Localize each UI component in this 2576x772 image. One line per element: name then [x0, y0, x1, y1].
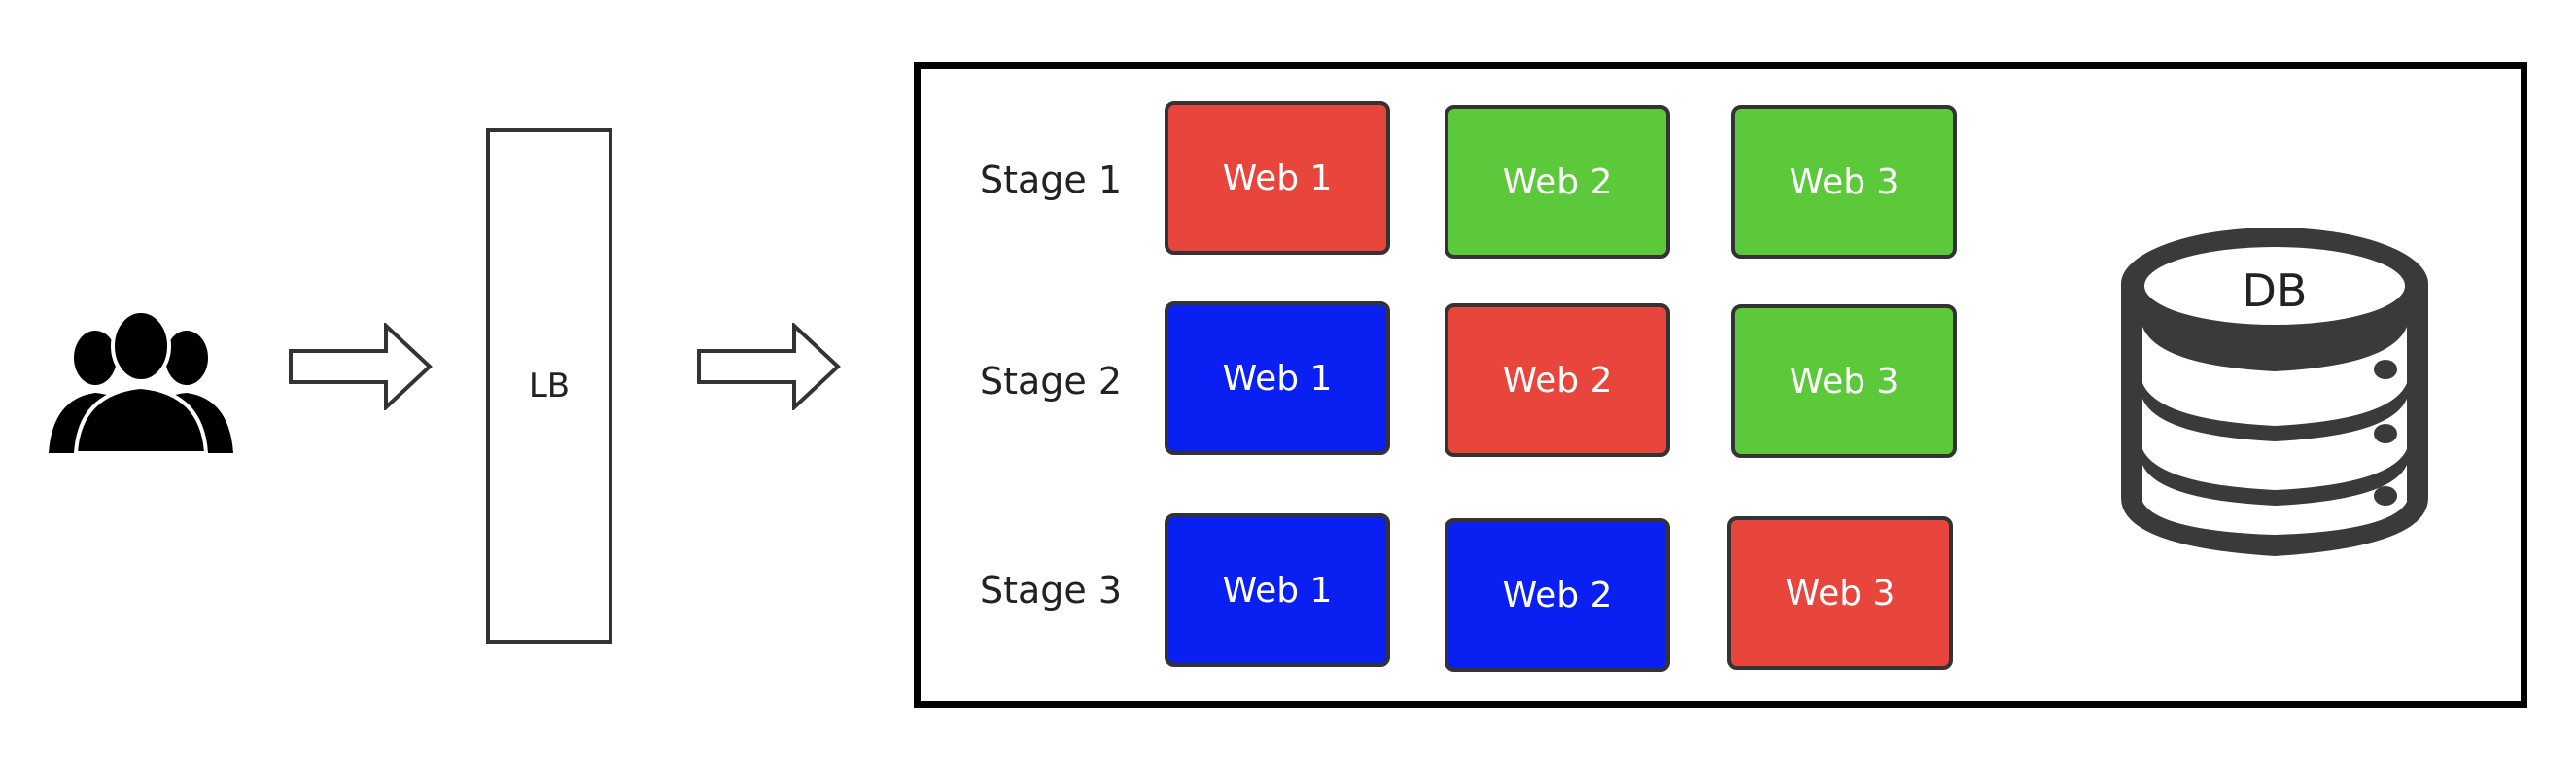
web-server-label: Web 1	[1222, 570, 1333, 611]
web-server-box: Web 2	[1445, 303, 1670, 457]
web-server-label: Web 2	[1502, 360, 1613, 401]
database-label: DB	[2242, 264, 2308, 317]
web-server-box: Web 1	[1165, 301, 1390, 455]
web-server-label: Web 3	[1789, 361, 1899, 402]
web-server-box: Web 2	[1445, 105, 1670, 259]
right-arrow-icon	[289, 321, 433, 412]
web-server-box: Web 3	[1727, 516, 1953, 670]
web-server-label: Web 2	[1502, 575, 1613, 615]
web-server-label: Web 3	[1785, 573, 1896, 614]
web-server-box: Web 2	[1445, 518, 1670, 672]
stage-label: Stage 3	[979, 569, 1123, 612]
web-server-label: Web 2	[1502, 161, 1613, 202]
users-icon	[49, 309, 233, 455]
load-balancer-label: LB	[528, 367, 571, 405]
load-balancer-box: LB	[486, 128, 612, 644]
web-server-box: Web 3	[1731, 105, 1957, 259]
stage-label: Stage 1	[979, 158, 1123, 201]
web-server-label: Web 3	[1789, 161, 1899, 202]
database-icon	[2100, 220, 2450, 562]
web-server-box: Web 3	[1731, 304, 1957, 458]
web-server-label: Web 1	[1222, 158, 1333, 198]
web-server-label: Web 1	[1222, 358, 1333, 399]
web-server-box: Web 1	[1165, 101, 1390, 255]
stage-label: Stage 2	[979, 360, 1123, 403]
right-arrow-icon	[697, 321, 841, 412]
web-server-box: Web 1	[1165, 513, 1390, 667]
